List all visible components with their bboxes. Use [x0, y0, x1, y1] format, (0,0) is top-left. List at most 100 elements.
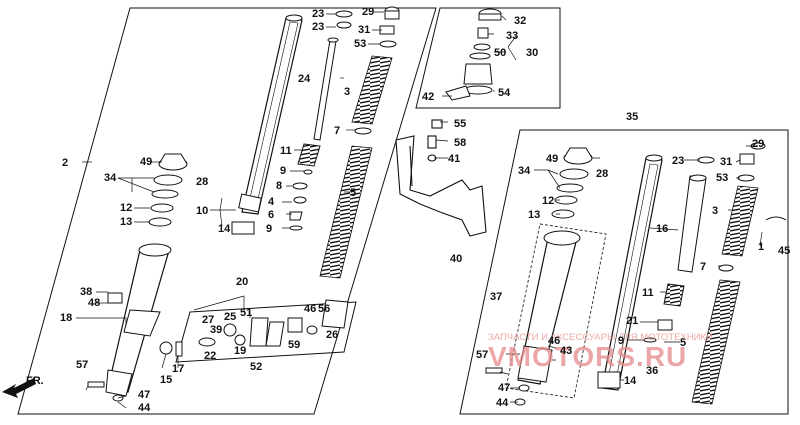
- callout-c34a: 34: [104, 172, 117, 184]
- callout-c45: 45: [778, 245, 790, 257]
- callout-c29b: 29: [752, 138, 764, 150]
- callout-c9b: 9: [266, 223, 272, 235]
- callout-c32: 32: [514, 15, 526, 27]
- callout-c8: 8: [276, 180, 282, 192]
- frame-left-assembly: [17, 7, 437, 415]
- bottom-bridge-40: [395, 119, 487, 237]
- watermark-brand: VMOTORS.RU: [488, 341, 687, 372]
- callout-c23a: 23: [312, 8, 324, 20]
- spring-3-left: [351, 55, 393, 125]
- callout-c5b: 5: [680, 337, 686, 349]
- callout-c52: 52: [250, 361, 262, 373]
- spring-5-right: [691, 279, 741, 405]
- callout-c3b: 3: [712, 205, 718, 217]
- callout-c49b: 49: [546, 153, 558, 165]
- spring-11-left: [297, 143, 321, 167]
- callout-c53a: 53: [354, 38, 366, 50]
- callout-c49a: 49: [140, 156, 152, 168]
- frame-steering-stem: [415, 7, 561, 109]
- callout-c7b: 7: [700, 261, 706, 273]
- callout-c28a: 28: [196, 176, 208, 188]
- callout-c19: 19: [234, 345, 246, 357]
- spring-5-left: [319, 145, 373, 279]
- callout-c9a: 9: [280, 165, 286, 177]
- fork-slider-right: [485, 230, 581, 406]
- callout-c57b: 57: [476, 349, 488, 361]
- callout-c11a: 11: [280, 145, 292, 157]
- caps-left-lower: [148, 153, 255, 235]
- callout-c50: 50: [494, 47, 506, 59]
- callout-c23b: 23: [312, 21, 324, 33]
- callout-c34b: 34: [518, 165, 531, 177]
- damper-rod-left: [313, 37, 339, 141]
- callout-c27: 27: [202, 314, 214, 326]
- callout-c55: 55: [454, 118, 466, 130]
- callout-c51: 51: [240, 307, 252, 319]
- callout-c31a: 31: [358, 24, 370, 36]
- callout-c2: 2: [62, 157, 68, 169]
- callout-c31b: 31: [720, 156, 732, 168]
- callout-c14a: 14: [218, 223, 231, 235]
- callout-c17: 17: [172, 363, 184, 375]
- callout-c15: 15: [160, 374, 172, 386]
- callout-c35: 35: [626, 111, 638, 123]
- fork-tube-right: [601, 154, 663, 391]
- spring-3-right: [721, 185, 759, 257]
- caps-right: [551, 142, 787, 389]
- callout-c26: 26: [326, 329, 338, 341]
- callout-c56: 56: [318, 303, 330, 315]
- callout-c37: 37: [490, 291, 502, 303]
- callout-c10: 10: [196, 205, 208, 217]
- callout-c3a: 3: [344, 86, 350, 98]
- callout-c46b: 46: [548, 335, 560, 347]
- callout-c18: 18: [60, 312, 72, 324]
- callout-c29a: 29: [362, 6, 374, 18]
- callout-c36: 36: [646, 365, 658, 377]
- watermark: ЗАПЧАСТИ И АКСЕССУАРЫ ДЛЯ МОТОТЕХНИКИ VM…: [488, 332, 713, 372]
- callout-c1: 1: [758, 241, 764, 253]
- callout-c41: 41: [448, 153, 460, 165]
- callout-c39: 39: [210, 324, 222, 336]
- callout-c7a: 7: [334, 125, 340, 137]
- callout-c12a: 12: [120, 202, 132, 214]
- callout-c13a: 13: [120, 216, 132, 228]
- damper-rod-right: [677, 174, 707, 273]
- callout-c22: 22: [204, 350, 216, 362]
- callout-c20: 20: [236, 276, 248, 288]
- spring-11-right: [663, 283, 685, 307]
- callout-c58: 58: [454, 137, 466, 149]
- callout-c47a: 47: [138, 389, 150, 401]
- callout-c59: 59: [288, 339, 300, 351]
- brake-linkage-parts: [198, 299, 349, 347]
- callout-c54: 54: [498, 87, 511, 99]
- callout-c6: 6: [268, 209, 274, 221]
- front-label: FR.: [26, 375, 44, 387]
- callout-c33: 33: [506, 30, 518, 42]
- callout-c21: 21: [626, 315, 638, 327]
- leader-lines: [76, 11, 763, 409]
- callout-c25: 25: [224, 311, 236, 323]
- callout-c12b: 12: [542, 195, 554, 207]
- callout-c30: 30: [526, 47, 538, 59]
- callout-c40: 40: [450, 253, 462, 265]
- callout-c23c: 23: [672, 155, 684, 167]
- front-direction-arrow: FR.: [2, 375, 44, 398]
- callout-c57a: 57: [76, 359, 88, 371]
- steering-stem-parts: [445, 8, 502, 101]
- watermark-tagline: ЗАПЧАСТИ И АКСЕССУАРЫ ДЛЯ МОТОТЕХНИКИ: [488, 332, 713, 343]
- callout-c44b: 44: [496, 397, 509, 409]
- callout-c38: 38: [80, 286, 92, 298]
- callout-c47b: 47: [498, 382, 510, 394]
- callout-c5a: 5: [350, 187, 356, 199]
- callout-c14b: 14: [624, 375, 637, 387]
- callout-c44a: 44: [138, 402, 151, 414]
- callout-c11b: 11: [642, 287, 654, 299]
- callout-c48: 48: [88, 297, 100, 309]
- callout-c28b: 28: [596, 168, 608, 180]
- fork-slider-left: [87, 243, 183, 402]
- callout-c9c: 9: [618, 335, 624, 347]
- callout-c13b: 13: [528, 209, 540, 221]
- callout-c53b: 53: [716, 172, 728, 184]
